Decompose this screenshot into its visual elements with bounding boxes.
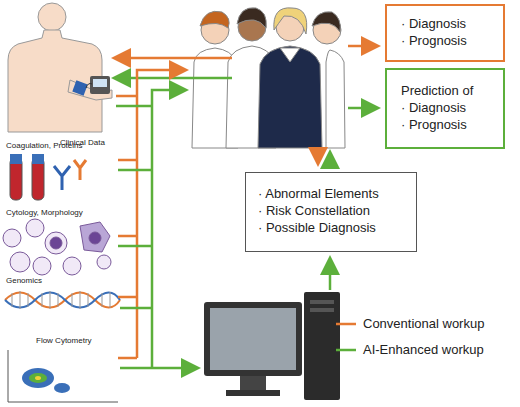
legend-entry: AI-Enhanced workup xyxy=(336,342,484,357)
blood-tubes xyxy=(10,154,86,200)
patient-figure xyxy=(8,3,112,132)
legend-entry: Conventional workup xyxy=(336,316,484,331)
flow-cytometry-plot xyxy=(8,350,118,402)
box-text: · Risk Constellation xyxy=(258,202,404,219)
box-text: · Diagnosis xyxy=(401,15,489,32)
legend-text: Conventional workup xyxy=(363,316,484,331)
legend-line xyxy=(336,319,358,329)
computer xyxy=(204,292,340,400)
prediction-box: Prediction of· Diagnosis· Prognosis xyxy=(385,68,505,149)
box-text: · Possible Diagnosis xyxy=(258,219,404,236)
source-label: Genomics xyxy=(6,276,42,286)
box-text: · Abnormal Elements xyxy=(258,185,404,202)
outcome-box: · Diagnosis· Prognosis xyxy=(385,4,505,62)
source-label: Flow Cytometry xyxy=(36,336,92,346)
box-text: · Prognosis xyxy=(401,32,489,49)
source-label: Cytology, Morphology xyxy=(6,208,83,218)
findings-box: · Abnormal Elements· Risk Constellation·… xyxy=(245,172,417,252)
blood-cells xyxy=(3,219,111,275)
legend-line xyxy=(336,345,358,355)
box-text: · Diagnosis xyxy=(401,99,489,116)
legend-text: AI-Enhanced workup xyxy=(363,342,484,357)
source-label: Coagulation, Proteins xyxy=(6,141,83,151)
box-text: · Prognosis xyxy=(401,116,489,133)
dna-helix xyxy=(5,291,120,309)
box-text: Prediction of xyxy=(401,82,489,99)
